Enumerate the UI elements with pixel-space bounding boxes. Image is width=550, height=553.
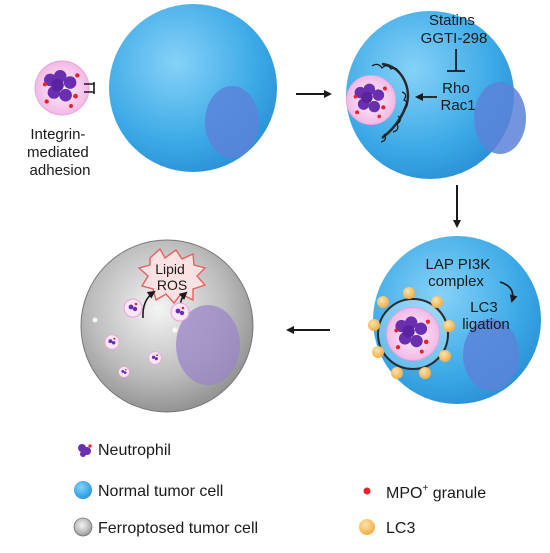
legend-ferroptosed-cell-icon — [73, 517, 93, 537]
ggti-298-label: GGTI-298 — [421, 30, 488, 47]
tumor-cell-nucleus — [474, 82, 526, 154]
lap-pi3k-label: LAP PI3K complex — [426, 256, 495, 290]
legend-lc3-label: LC3 — [386, 520, 415, 537]
lc3-dot — [377, 296, 389, 308]
legend-lc3-icon — [359, 519, 375, 535]
lipid-ros-burst — [137, 247, 207, 305]
ferroptosed-cell-nucleus — [176, 305, 240, 385]
degraded-neutrophil — [104, 334, 120, 350]
integrin-bond — [84, 82, 95, 94]
degraded-neutrophil — [123, 298, 143, 318]
label-line-mediated: mediated — [27, 144, 89, 161]
legend: Neutrophil Normal tumor cell Ferroptosed… — [73, 442, 486, 537]
mpo-text: MPO — [386, 485, 422, 502]
degraded-neutrophil — [148, 351, 162, 365]
normal-tumor-cell — [109, 4, 277, 172]
ros-arrow — [142, 290, 156, 319]
lc3-dot — [368, 319, 380, 331]
lc3-dot — [403, 287, 415, 299]
tumor-cell-nucleus — [463, 319, 519, 391]
membrane-engulfment — [381, 62, 410, 139]
complex-line: complex — [428, 273, 484, 290]
panel-rho-rac1: Statins GGTI-298 Rho Rac1 — [345, 11, 526, 179]
vesicle — [92, 317, 98, 323]
neutrophil — [345, 74, 397, 126]
degraded-neutrophil — [170, 302, 190, 322]
vesicle — [172, 327, 178, 333]
inhibitors-label: Statins GGTI-298 — [421, 12, 488, 47]
legend-neutrophil-icon — [78, 444, 92, 457]
statins-label: Statins — [429, 12, 475, 29]
rac1-label: Rac1 — [440, 97, 475, 114]
label-line-integrin: Integrin- — [30, 126, 85, 143]
tumor-cell-nucleus — [205, 86, 259, 158]
lc3-dot — [443, 320, 455, 332]
granule-text: granule — [428, 485, 486, 502]
mpo-superscript: + — [422, 483, 428, 494]
ligation-line: ligation — [462, 316, 510, 333]
legend-ferroptosed-cell-label: Ferroptosed tumor cell — [98, 520, 258, 537]
label-line-adhesion: adhesion — [30, 162, 91, 179]
legend-neutrophil-label: Neutrophil — [98, 442, 171, 459]
normal-tumor-cell — [346, 11, 514, 179]
panel-lc3-ligation: LAP PI3K complex LC3 ligation — [368, 236, 541, 404]
lc3-dot — [391, 367, 403, 379]
panel-ferroptosis: Lipid ROS — [80, 239, 254, 413]
legend-mpo-granule-label: MPO+ granule — [386, 483, 486, 502]
lc3-line: LC3 — [470, 299, 498, 316]
lc3-dot — [431, 296, 443, 308]
lc3-ligation-label: LC3 ligation — [462, 299, 510, 333]
rho-rac1-label: Rho Rac1 — [440, 80, 475, 114]
lc3-dot — [439, 350, 451, 362]
legend-normal-cell-label: Normal tumor cell — [98, 483, 223, 500]
rho-label: Rho — [442, 80, 470, 97]
lc3-dot — [419, 367, 431, 379]
actin-protrusion — [371, 63, 408, 143]
neutrophil — [34, 60, 90, 116]
lipid-label: Lipid — [155, 261, 185, 277]
lipid-ros-label: Lipid ROS — [155, 261, 188, 293]
lc3-dot — [372, 346, 384, 358]
ros-label: ROS — [157, 277, 187, 293]
legend-normal-cell-icon — [74, 481, 92, 499]
integrin-adhesion-label: Integrin- mediated adhesion — [27, 126, 93, 179]
lap-pi3k-line: LAP PI3K — [426, 256, 491, 273]
panel-adhesion: Integrin- mediated adhesion — [27, 4, 277, 179]
lc3-puncta — [368, 287, 455, 379]
ligation-arrow — [499, 281, 518, 303]
degraded-neutrophil — [118, 366, 130, 378]
legend-mpo-granule-icon — [363, 487, 371, 495]
neutrophil — [386, 307, 440, 361]
